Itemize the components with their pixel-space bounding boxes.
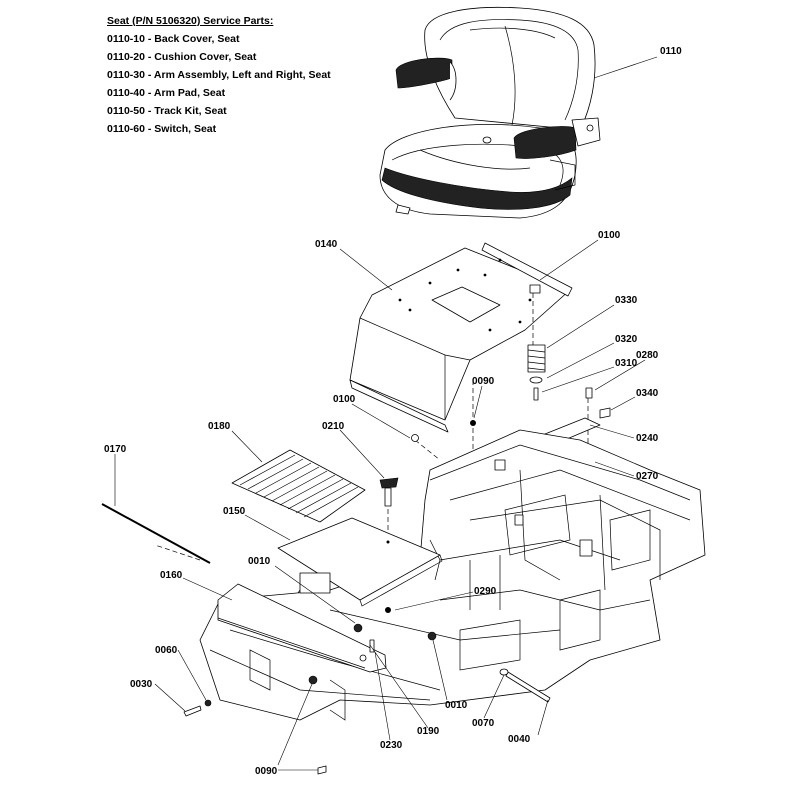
callout-0010: 0010: [445, 700, 468, 711]
callout-0070: 0070: [472, 718, 495, 729]
parts-list-item: 0110-40 - Arm Pad, Seat: [107, 87, 226, 99]
callout-0230: 0230: [380, 740, 403, 751]
spring-0330: [411, 284, 611, 442]
floor-plate-0150: [277, 517, 443, 607]
parts-list-item: 0110-20 - Cushion Cover, Seat: [107, 51, 257, 63]
callout-labels: 0110 0140 0100 0330 0320 0310 0280 0090 …: [104, 46, 682, 777]
callout-0010: 0010: [248, 556, 271, 567]
callout-0160: 0160: [160, 570, 183, 581]
callout-0030: 0030: [130, 679, 153, 690]
callout-0290: 0290: [474, 586, 497, 597]
callout-0090: 0090: [472, 376, 495, 387]
floor-mat-0180: [231, 449, 366, 523]
callout-0090: 0090: [255, 766, 278, 777]
callout-0140: 0140: [315, 239, 338, 250]
callout-0110: 0110: [660, 46, 682, 57]
callout-0240: 0240: [636, 433, 659, 444]
callout-0060: 0060: [155, 645, 178, 656]
callout-0310: 0310: [615, 358, 638, 369]
service-parts-list: Seat (P/N 5106320) Service Parts: 0110-1…: [107, 12, 331, 138]
callout-0100: 0100: [598, 230, 621, 241]
rod-0170: [101, 503, 211, 564]
callout-0180: 0180: [208, 421, 231, 432]
parts-list-title: Seat (P/N 5106320) Service Parts:: [107, 15, 274, 27]
seat-assembly: [379, 6, 601, 219]
callout-0330: 0330: [615, 295, 638, 306]
parts-list-item: 0110-60 - Switch, Seat: [107, 123, 217, 135]
parts-list-item: 0110-50 - Track Kit, Seat: [107, 105, 227, 117]
callout-0040: 0040: [508, 734, 531, 745]
hardware: [183, 607, 551, 775]
callout-0210: 0210: [322, 421, 345, 432]
callout-0340: 0340: [636, 388, 659, 399]
parts-list-item: 0110-10 - Back Cover, Seat: [107, 33, 240, 45]
seat-pan-0140: [349, 242, 573, 433]
callout-0150: 0150: [223, 506, 246, 517]
knob-0210: [379, 477, 399, 507]
callout-0270: 0270: [636, 471, 659, 482]
callout-0320: 0320: [615, 334, 638, 345]
callout-0280: 0280: [636, 350, 659, 361]
callout-0100: 0100: [333, 394, 356, 405]
callout-0190: 0190: [417, 726, 440, 737]
parts-list-item: 0110-30 - Arm Assembly, Left and Right, …: [107, 69, 331, 81]
leader-lines: [114, 56, 658, 771]
callout-0170: 0170: [104, 444, 127, 455]
